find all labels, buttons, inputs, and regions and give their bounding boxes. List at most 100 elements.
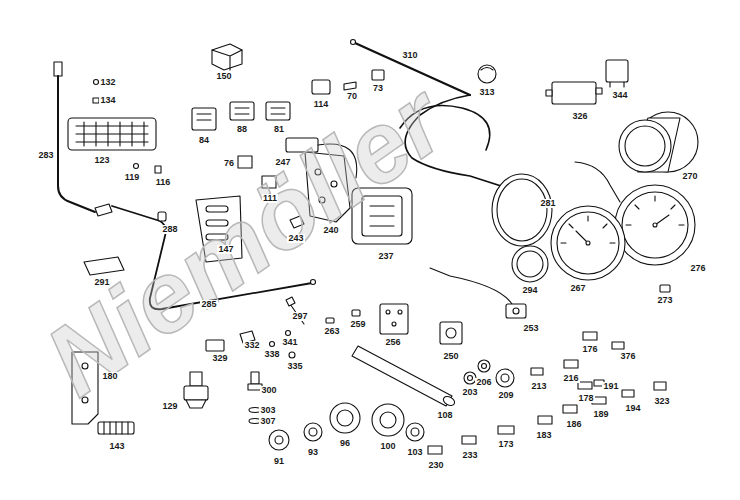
connectors (266, 102, 290, 120)
switch-129 (184, 386, 208, 400)
callout-number: 329 (211, 354, 228, 363)
small-parts (286, 297, 295, 306)
bracket-147 (206, 220, 228, 226)
bracket-180 (82, 397, 88, 403)
lamp-313 (478, 65, 496, 83)
callout-number: 209 (497, 391, 514, 400)
gauge-267 (551, 206, 625, 280)
callout-number: 230 (427, 461, 444, 470)
relay-326 (546, 88, 602, 96)
callout-number: 123 (93, 156, 110, 165)
callout-number: 129 (161, 402, 178, 411)
callout-number: 294 (521, 286, 538, 295)
grommets (330, 403, 360, 433)
relay-150 (212, 44, 242, 70)
fuse-block (76, 122, 148, 146)
grommets (309, 428, 317, 436)
connectors (238, 156, 252, 168)
plate-240 (319, 197, 325, 203)
relay-344 (606, 60, 628, 82)
callout-number: 323 (653, 397, 670, 406)
switch-247 (286, 138, 318, 152)
callout-number: 213 (530, 382, 547, 391)
plate-240 (315, 169, 321, 175)
gauge-276 (653, 223, 657, 227)
gauge-294 (512, 246, 548, 282)
part-drawing (54, 40, 698, 455)
gauge-housing-270 (575, 162, 620, 202)
callout-number: 84 (198, 136, 210, 145)
connectors (312, 80, 330, 94)
grommets (482, 364, 487, 369)
plate-240 (305, 152, 350, 222)
lamp-313 (481, 68, 493, 71)
callout-number: 338 (263, 350, 280, 359)
tube-108 (352, 346, 452, 406)
clips (654, 382, 666, 390)
relay-150 (212, 50, 242, 70)
callout-number: 216 (562, 374, 579, 383)
callout-number: 263 (323, 327, 340, 336)
relay-150 (212, 44, 242, 70)
tube-108 (352, 346, 456, 407)
gauge-294 (517, 251, 543, 277)
switch-129 (186, 400, 206, 408)
callout-number: 91 (273, 457, 285, 466)
cable-283 (54, 62, 62, 76)
connectors (372, 70, 384, 80)
callout-number: 73 (372, 84, 384, 93)
callout-number: 111 (262, 194, 278, 203)
bracket-180 (72, 352, 98, 424)
grommets (269, 360, 514, 450)
callout-number: 313 (478, 88, 495, 97)
callout-number: 150 (215, 72, 232, 81)
grommets (468, 376, 473, 381)
connectors (271, 108, 285, 114)
connectors (235, 108, 249, 114)
small-parts (270, 342, 275, 347)
callout-number: 116 (155, 178, 172, 187)
housing-237 (362, 196, 402, 236)
screws (134, 164, 139, 169)
part-250 (446, 328, 456, 338)
relay-344 (610, 82, 624, 87)
housing-237 (352, 188, 412, 244)
callout-number: 70 (346, 92, 358, 101)
sensor-300 (251, 372, 259, 384)
callout-number: 81 (273, 125, 285, 134)
plug-143 (98, 422, 134, 434)
panel-256 (392, 322, 396, 326)
gauge-267 (561, 216, 615, 243)
bracket-180 (72, 352, 98, 424)
plug-143 (104, 422, 128, 434)
callout-number: 100 (379, 442, 396, 451)
callout-number: 267 (569, 284, 586, 293)
relay-326 (546, 82, 602, 104)
callout-number: 288 (161, 225, 178, 234)
switch-129 (190, 372, 202, 386)
callout-number: 300 (260, 386, 277, 395)
callout-number: 253 (522, 324, 539, 333)
gauge-276 (615, 185, 695, 265)
callout-number: 344 (611, 91, 628, 100)
callout-number: 178 (577, 394, 594, 403)
callout-number: 376 (619, 352, 636, 361)
plug-288 (158, 212, 166, 221)
gauge-267 (557, 212, 619, 274)
callout-number: 285 (200, 300, 217, 309)
callout-number: 186 (565, 420, 582, 429)
sender-253 (430, 268, 526, 318)
callout-number: 250 (442, 352, 459, 361)
callout-number: 93 (307, 448, 319, 457)
housing-237 (370, 206, 394, 226)
housing-237 (352, 188, 412, 244)
ring-281 (492, 174, 552, 246)
callout-number: 326 (571, 112, 588, 121)
bracket-147 (206, 206, 228, 212)
ring-281 (492, 174, 552, 246)
callout-number: 96 (339, 439, 351, 448)
fuse-block (68, 118, 156, 150)
ring-281 (497, 179, 547, 241)
grommets (337, 410, 353, 426)
small-parts (352, 310, 360, 316)
